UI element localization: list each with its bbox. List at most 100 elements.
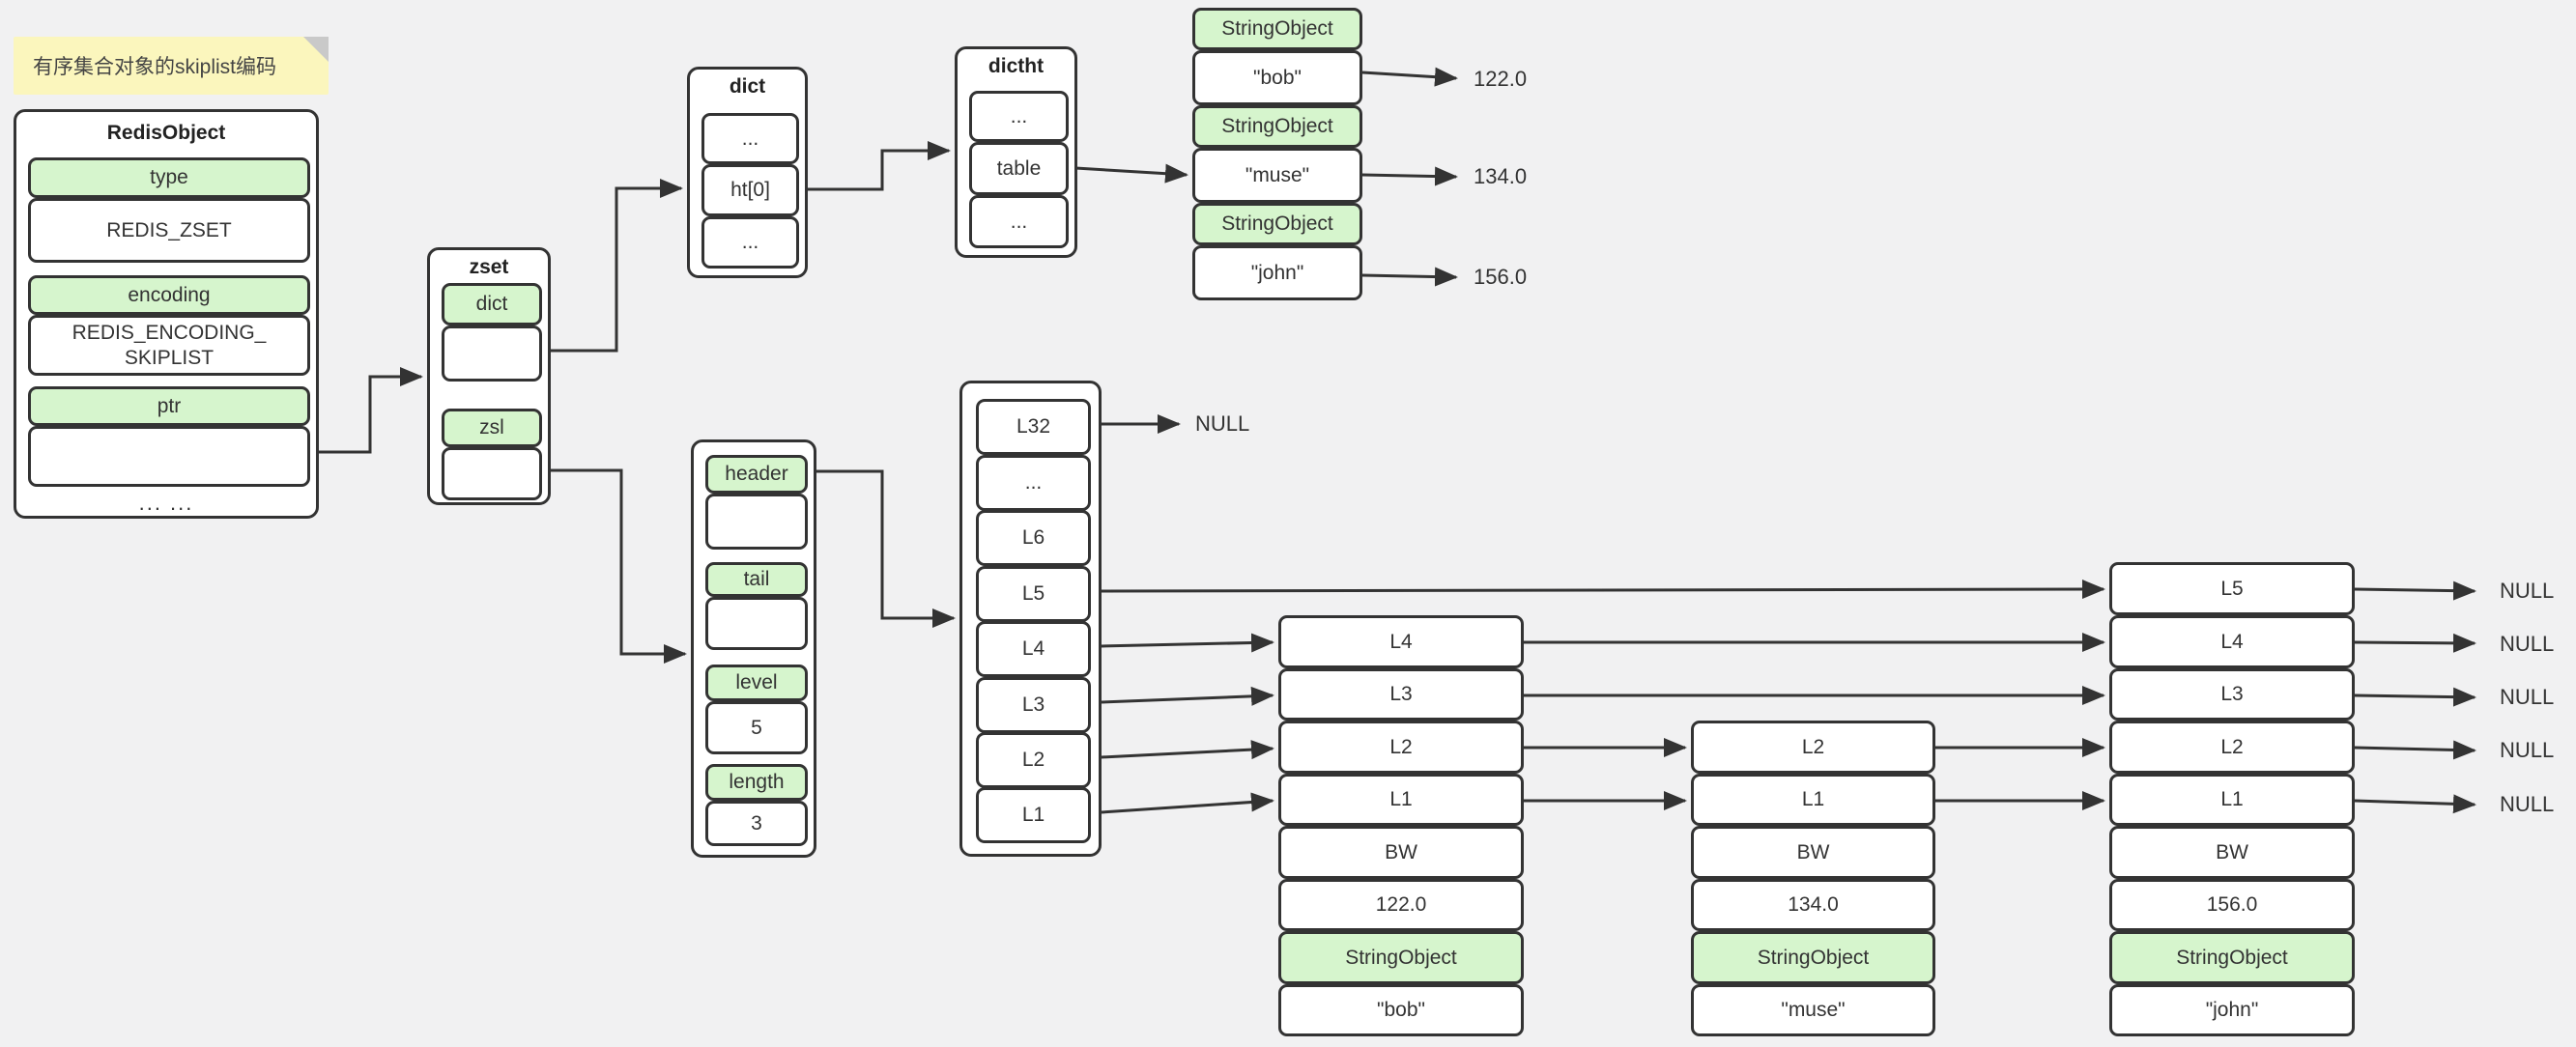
- zskiplist-header-label: header: [705, 455, 808, 494]
- encoding-value-line2: SKIPLIST: [124, 346, 215, 369]
- zskiplist-tail-label: tail: [705, 562, 808, 597]
- bob-score: 122.0: [1278, 879, 1524, 931]
- dictht-row-ellipsis-top: ...: [969, 91, 1069, 142]
- head-cell-l6: L6: [976, 510, 1091, 566]
- john-backward: BW: [2109, 826, 2355, 879]
- dict-row-ht0: ht[0]: [701, 164, 799, 216]
- connector-zsetzsl-to-zskiplist: [539, 468, 687, 664]
- zset-box: zset dict zsl: [427, 247, 551, 505]
- john-object-header: StringObject: [2109, 931, 2355, 984]
- bob-level-l1: L1: [1278, 774, 1524, 826]
- connector-head-l2-to-bob: [1101, 740, 1274, 760]
- stringobject-header-muse: StringObject: [1192, 105, 1362, 148]
- bob-backward: BW: [1278, 826, 1524, 879]
- zset-dict-value: [442, 325, 542, 382]
- connector-head-l3-to-bob: [1101, 686, 1274, 706]
- stringobject-column: StringObject "bob" StringObject "muse" S…: [1192, 8, 1362, 300]
- zskiplist-length-value: 3: [705, 801, 808, 846]
- muse-level-l2: L2: [1691, 721, 1935, 774]
- zset-zsl-label: zsl: [442, 409, 542, 447]
- null-label-l4: NULL: [2500, 632, 2555, 656]
- head-cell-l2: L2: [976, 732, 1091, 788]
- zset-zsl-value: [442, 447, 542, 500]
- redisobject-encoding-value: REDIS_ENCODING_ SKIPLIST: [28, 315, 310, 376]
- zskiplist-level-value: 5: [705, 701, 808, 754]
- dict-row-ellipsis-bottom: ...: [701, 216, 799, 269]
- redisobject-box: RedisObject type REDIS_ZSET encoding RED…: [14, 109, 319, 519]
- zset-dict-label: dict: [442, 283, 542, 325]
- connector-muse-to-score: [1361, 166, 1458, 186]
- dict-row-ellipsis-top: ...: [701, 113, 799, 164]
- muse-level-l1: L1: [1691, 774, 1935, 826]
- null-label-l3: NULL: [2500, 685, 2555, 709]
- bob-object-value: "bob": [1278, 984, 1524, 1036]
- muse-backward: BW: [1691, 826, 1935, 879]
- connector-bob-to-score: [1361, 67, 1458, 87]
- head-cell-ellipsis: ...: [976, 455, 1091, 511]
- connector-head-l4-to-bob: [1101, 633, 1274, 653]
- dict-title: dict: [729, 75, 766, 98]
- zskiplist-box: header tail level 5 length 3: [691, 439, 816, 858]
- stringobject-header-john: StringObject: [1192, 203, 1362, 245]
- connector-header-to-headnode: [805, 469, 956, 628]
- zset-title: zset: [469, 256, 509, 278]
- stringobject-value-bob: "bob": [1192, 50, 1362, 105]
- skiplist-head-node: L32 ... L6 L5 L4 L3 L2 L1: [959, 381, 1102, 857]
- bob-level-l3: L3: [1278, 668, 1524, 721]
- head-cell-l1: L1: [976, 787, 1091, 843]
- skiplist-node-john: L5 L4 L3 L2 L1 BW 156.0 StringObject "jo…: [2109, 562, 2355, 1036]
- head-cell-l5: L5: [976, 566, 1091, 622]
- stringobject-header-bob: StringObject: [1192, 8, 1362, 50]
- muse-object-header: StringObject: [1691, 931, 1935, 984]
- skiplist-node-bob: L4 L3 L2 L1 BW 122.0 StringObject "bob": [1278, 615, 1524, 1036]
- muse-object-value: "muse": [1691, 984, 1935, 1036]
- redisobject-title: RedisObject: [106, 122, 226, 144]
- head-cell-l3: L3: [976, 677, 1091, 733]
- connector-john-l3-to-null: [2354, 687, 2476, 707]
- zskiplist-header-value: [705, 494, 808, 550]
- score-label-muse: 134.0: [1474, 164, 1528, 188]
- null-label-l32: NULL: [1195, 411, 1250, 436]
- connector-ptr-to-zset: [307, 367, 423, 454]
- connector-john-l5-to-null: [2354, 580, 2476, 601]
- zskiplist-tail-value: [705, 597, 808, 650]
- null-label-l1: NULL: [2500, 792, 2555, 816]
- john-level-l5: L5: [2109, 562, 2355, 615]
- connector-john-l2-to-null: [2354, 740, 2476, 760]
- connector-head-l1-to-bob: [1101, 792, 1274, 814]
- dictht-row-table: table: [969, 142, 1069, 195]
- stringobject-value-muse: "muse": [1192, 148, 1362, 203]
- connector-table-to-muse: [1074, 163, 1188, 184]
- bob-level-l2: L2: [1278, 721, 1524, 774]
- muse-score: 134.0: [1691, 879, 1935, 931]
- skiplist-node-muse: L2 L1 BW 134.0 StringObject "muse": [1691, 721, 1935, 1036]
- john-level-l3: L3: [2109, 668, 2355, 721]
- bob-level-l4: L4: [1278, 615, 1524, 668]
- john-level-l1: L1: [2109, 774, 2355, 826]
- null-label-l2: NULL: [2500, 738, 2555, 762]
- head-cell-l4: L4: [976, 621, 1091, 677]
- connector-head-l5-to-john: [1101, 580, 2105, 600]
- note-fold-corner: [303, 37, 329, 62]
- john-level-l4: L4: [2109, 615, 2355, 668]
- score-label-john: 156.0: [1474, 265, 1528, 289]
- dict-box: dict ... ht[0] ...: [687, 67, 808, 278]
- connector-ht0-to-dictht: [798, 141, 951, 191]
- connector-john-to-score: [1361, 267, 1458, 287]
- dictht-row-ellipsis-bottom: ...: [969, 195, 1069, 248]
- redisobject-ptr-label: ptr: [28, 386, 310, 426]
- redisobject-ellipsis: ... ...: [138, 491, 194, 515]
- zskiplist-level-label: level: [705, 665, 808, 701]
- sticky-note-text: 有序集合对象的skiplist编码: [33, 56, 277, 78]
- dictht-title: dictht: [987, 55, 1045, 77]
- redisobject-type-label: type: [28, 157, 310, 198]
- head-cell-l32: L32: [976, 399, 1091, 455]
- score-label-bob: 122.0: [1474, 67, 1528, 91]
- john-level-l2: L2: [2109, 721, 2355, 774]
- zskiplist-length-label: length: [705, 764, 808, 801]
- null-label-l5: NULL: [2500, 579, 2555, 603]
- dictht-box: dictht ... table ...: [955, 46, 1077, 258]
- connector-john-l1-to-null: [2354, 794, 2476, 814]
- stringobject-value-john: "john": [1192, 245, 1362, 300]
